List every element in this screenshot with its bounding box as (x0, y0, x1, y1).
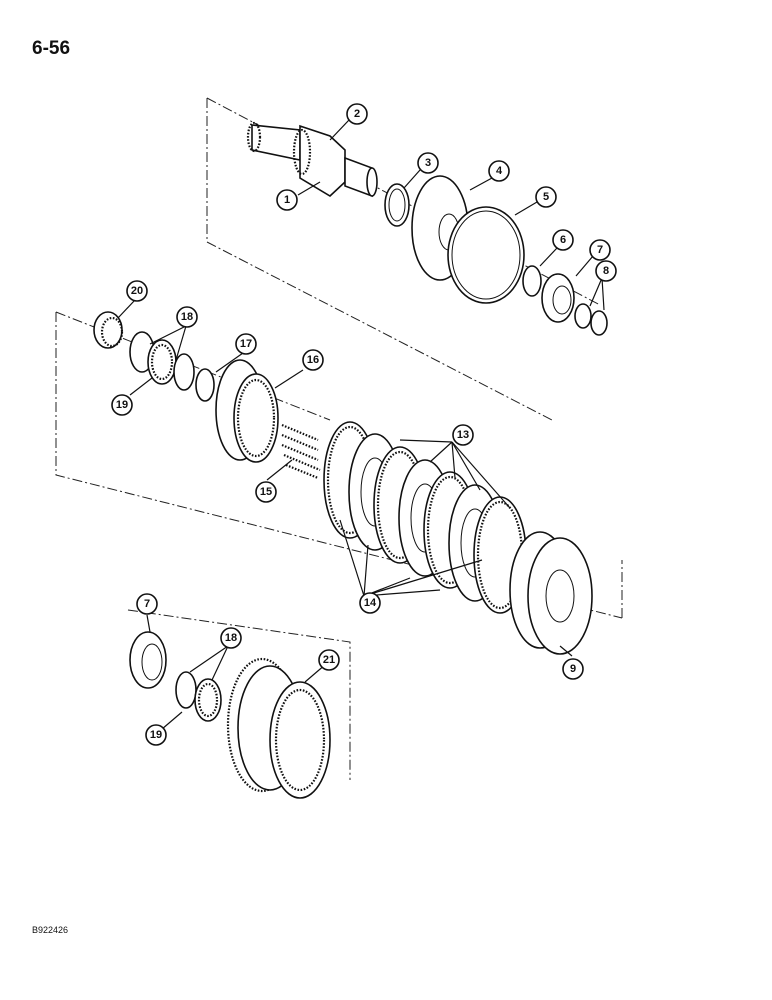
callout-1: 1 (276, 189, 298, 211)
callout-21: 21 (318, 649, 340, 671)
roller-bearing-20 (93, 311, 124, 349)
pressure-plate (509, 531, 593, 655)
callout-19-lower: 19 (145, 724, 167, 746)
ring-8a (574, 303, 592, 329)
svg-text:7: 7 (144, 598, 150, 610)
needle-bearing-lower (175, 671, 222, 722)
svg-text:7: 7 (597, 244, 603, 256)
svg-text:20: 20 (131, 285, 143, 297)
needle-bearing-upper (129, 331, 195, 391)
svg-text:15: 15 (260, 486, 272, 498)
svg-text:3: 3 (425, 157, 431, 169)
callout-4: 4 (488, 160, 510, 182)
svg-text:6: 6 (560, 234, 566, 246)
svg-text:19: 19 (116, 399, 128, 411)
callout-7-upper: 7 (589, 239, 611, 261)
ring-8b (590, 310, 608, 336)
spring-set (281, 423, 321, 480)
svg-text:21: 21 (323, 654, 335, 666)
page-number: 6-56 (32, 38, 71, 59)
seal-ring (447, 206, 525, 304)
svg-text:9: 9 (570, 663, 576, 675)
callout-13: 13 (452, 424, 474, 446)
callout-18-upper: 18 (176, 306, 198, 328)
callout-17: 17 (235, 333, 257, 355)
svg-text:5: 5 (543, 191, 549, 203)
snap-ring-17 (195, 368, 215, 402)
callout-3: 3 (417, 152, 439, 174)
svg-text:2: 2 (354, 108, 360, 120)
svg-text:17: 17 (240, 338, 252, 350)
snap-ring-6 (522, 265, 542, 297)
callout-15: 15 (255, 481, 277, 503)
leader-lines (117, 119, 605, 736)
svg-text:19: 19 (150, 729, 162, 741)
callout-2: 2 (346, 103, 368, 125)
callout-9: 9 (562, 658, 584, 680)
callout-20: 20 (126, 280, 148, 302)
svg-text:13: 13 (457, 429, 469, 441)
callout-5: 5 (535, 186, 557, 208)
bearing-cup (541, 273, 575, 323)
svg-text:18: 18 (225, 632, 237, 644)
callout-8: 8 (595, 260, 617, 282)
callout-18-lower: 18 (220, 627, 242, 649)
ring-gear (226, 657, 331, 799)
clutch-hub (215, 359, 279, 463)
figure-code: B922426 (32, 925, 69, 935)
svg-text:18: 18 (181, 311, 193, 323)
callout-19-upper: 19 (111, 394, 133, 416)
svg-text:16: 16 (307, 354, 319, 366)
svg-text:4: 4 (496, 165, 503, 177)
svg-text:14: 14 (364, 597, 377, 609)
callout-6: 6 (552, 229, 574, 251)
bearing-cup-lower (129, 631, 167, 689)
svg-text:1: 1 (284, 194, 290, 206)
callout-16: 16 (302, 349, 324, 371)
splined-shaft (246, 121, 378, 198)
callout-7-lower: 7 (136, 593, 158, 615)
callout-14: 14 (359, 592, 381, 614)
clutch-disc-pack (323, 421, 527, 614)
svg-text:8: 8 (603, 265, 609, 277)
